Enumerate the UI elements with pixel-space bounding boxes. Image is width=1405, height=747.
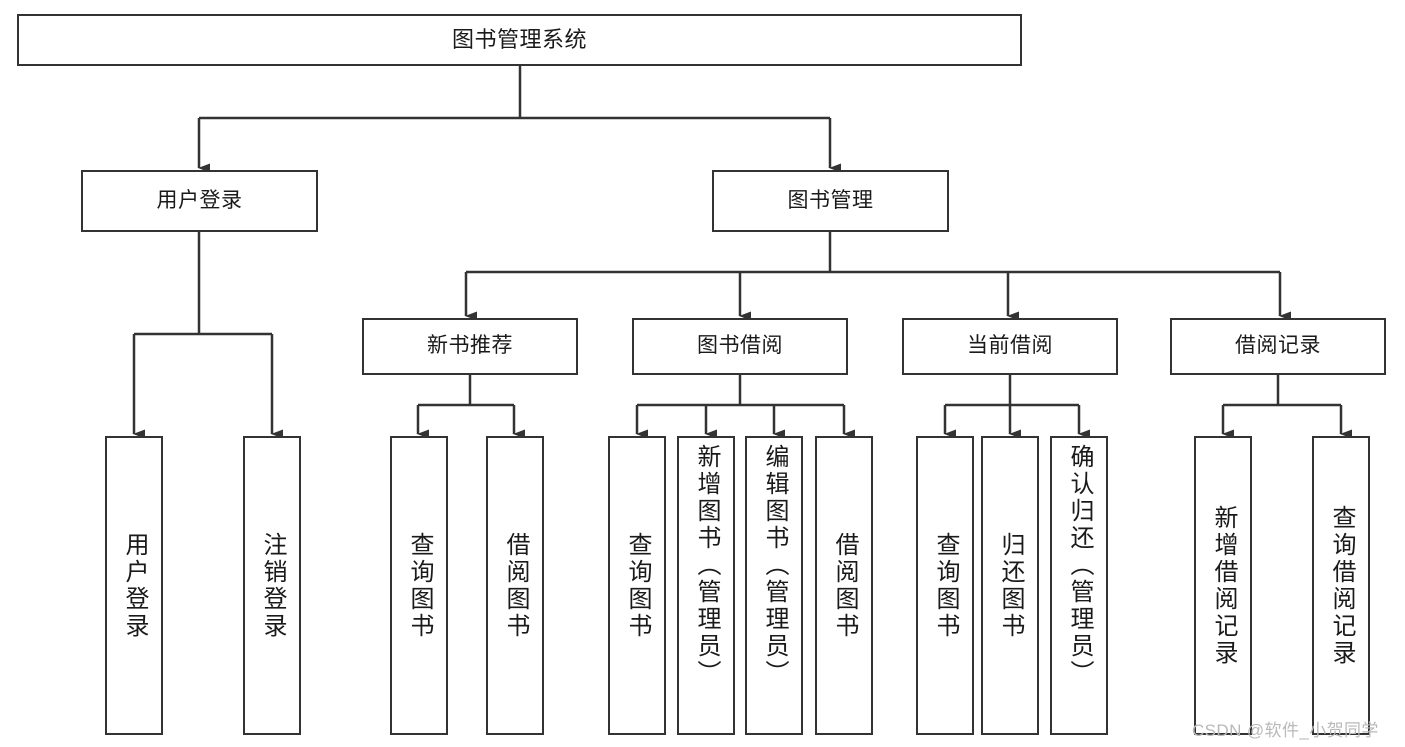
- node-label: 确认归还（管理员）: [1066, 444, 1093, 687]
- node-user-login[interactable]: 用户登录: [81, 170, 318, 232]
- leaf-add-book-admin[interactable]: 新增图书（管理员）: [677, 436, 735, 735]
- node-label: 借阅图书: [502, 531, 529, 640]
- node-label: 新增借阅记录: [1210, 504, 1237, 667]
- node-label: 图书管理系统: [451, 27, 587, 53]
- leaf-edit-book-admin[interactable]: 编辑图书（管理员）: [745, 436, 803, 735]
- node-label: 编辑图书（管理员）: [761, 444, 788, 687]
- node-label: 用户登录: [156, 188, 243, 212]
- node-book-borrow[interactable]: 图书借阅: [632, 318, 848, 375]
- watermark-text: CSDN @软件_小贺同学: [1192, 721, 1379, 740]
- node-label: 查询图书: [932, 531, 959, 640]
- leaf-user-login[interactable]: 用户登录: [105, 436, 163, 735]
- node-label: 注销登录: [259, 531, 286, 640]
- node-label: 新增图书（管理员）: [693, 444, 720, 687]
- leaf-user-logout[interactable]: 注销登录: [243, 436, 301, 735]
- node-label: 借阅记录: [1235, 334, 1321, 358]
- node-label: 归还图书: [997, 531, 1024, 640]
- node-label: 当前借阅: [967, 334, 1053, 358]
- leaf-query-book-current[interactable]: 查询图书: [916, 436, 974, 735]
- leaf-borrow-book-recommend[interactable]: 借阅图书: [486, 436, 544, 735]
- node-label: 查询图书: [624, 531, 651, 640]
- leaf-query-book-recommend[interactable]: 查询图书: [390, 436, 448, 735]
- node-book-management[interactable]: 图书管理: [712, 170, 949, 232]
- node-label: 用户登录: [121, 531, 148, 640]
- node-label: 图书管理: [787, 188, 874, 212]
- leaf-query-borrow-record[interactable]: 查询借阅记录: [1312, 436, 1370, 735]
- node-root-system[interactable]: 图书管理系统: [17, 14, 1022, 66]
- leaf-return-book[interactable]: 归还图书: [981, 436, 1039, 735]
- node-current-borrow[interactable]: 当前借阅: [902, 318, 1118, 375]
- leaf-confirm-return-admin[interactable]: 确认归还（管理员）: [1050, 436, 1108, 735]
- leaf-query-book-borrow[interactable]: 查询图书: [608, 436, 666, 735]
- leaf-add-borrow-record[interactable]: 新增借阅记录: [1194, 436, 1252, 735]
- node-label: 查询借阅记录: [1328, 504, 1355, 667]
- node-label: 借阅图书: [831, 531, 858, 640]
- node-label: 图书借阅: [697, 334, 783, 358]
- leaf-borrow-book[interactable]: 借阅图书: [815, 436, 873, 735]
- node-new-book-recommend[interactable]: 新书推荐: [362, 318, 578, 375]
- node-label: 新书推荐: [427, 334, 513, 358]
- node-label: 查询图书: [406, 531, 433, 640]
- node-borrow-record[interactable]: 借阅记录: [1170, 318, 1386, 375]
